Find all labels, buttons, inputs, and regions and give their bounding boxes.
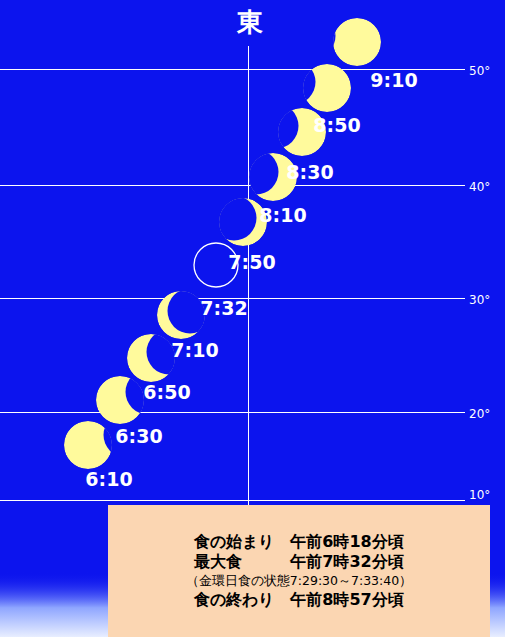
info-box: 食の始まり 午前6時18分頃最大食 午前7時32分頃（金環日食の状態7:29:3… xyxy=(108,505,490,637)
time-label: 7:10 xyxy=(171,340,218,361)
timing-text: 食の始まり 午前6時18分頃 xyxy=(194,532,403,553)
altitude-label: 10° xyxy=(469,489,490,502)
time-label: 8:10 xyxy=(259,205,306,226)
timing-text: 食の終わり 午前8時57分頃 xyxy=(194,590,403,611)
partial-sun xyxy=(271,60,352,113)
altitude-label: 20° xyxy=(469,408,490,421)
time-label: 7:32 xyxy=(200,298,247,319)
altitude-label: 40° xyxy=(469,181,490,194)
altitude-label: 30° xyxy=(469,294,490,307)
time-label: 9:10 xyxy=(370,70,417,91)
time-label: 8:50 xyxy=(313,115,360,136)
time-label: 8:30 xyxy=(286,162,333,183)
timing-text: 最大食 午前7時32分頃 xyxy=(194,552,403,573)
time-label: 7:50 xyxy=(228,252,275,273)
time-label: 6:50 xyxy=(143,382,190,403)
time-label: 6:10 xyxy=(85,469,132,490)
altitude-label: 50° xyxy=(469,65,490,78)
note-text: （金環日食の状態7:29:30～7:33:40） xyxy=(186,573,412,589)
eclipse-sequence xyxy=(64,14,381,470)
direction-label: 東 xyxy=(237,8,263,37)
time-label: 6:30 xyxy=(115,426,162,447)
partial-sun xyxy=(291,14,382,67)
partial-sun xyxy=(212,196,268,247)
